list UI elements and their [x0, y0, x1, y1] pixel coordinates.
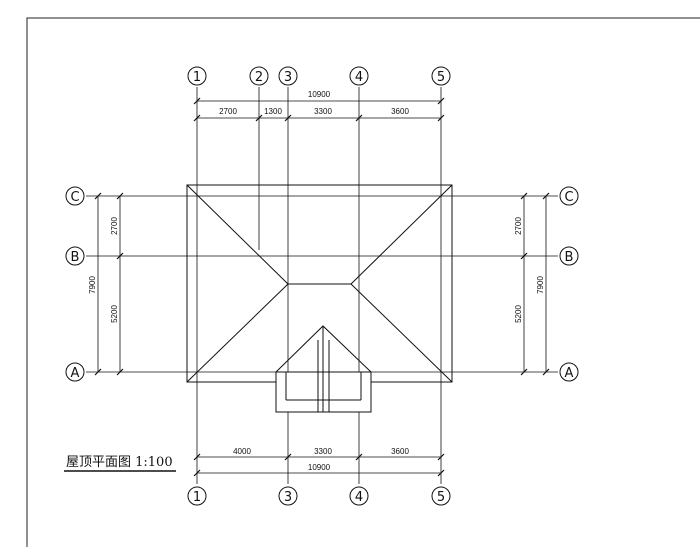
axis-bubble-top-2 [250, 67, 268, 85]
hip-line-tl [187, 185, 288, 284]
axis-bubble-left-C [66, 187, 84, 205]
axis-bubble-right-B [560, 247, 578, 265]
hip-line-tr [351, 185, 452, 284]
axis-bubble-top-4 [350, 67, 368, 85]
right-dimensions [521, 193, 549, 375]
grid-lines [86, 87, 558, 484]
top-total-dim-text: 10900 [308, 90, 331, 99]
axis-label-left-A: A [71, 366, 80, 381]
roof-outline [187, 185, 452, 412]
sheet-border [27, 18, 700, 547]
axis-label-left-B: B [71, 250, 80, 265]
axis-bubble-left-A [66, 363, 84, 381]
right-total-dim-text: 7900 [536, 276, 545, 294]
axis-label-top-4: 4 [355, 70, 363, 85]
axis-bubble-top-3 [279, 67, 297, 85]
hip-line-br [351, 284, 452, 382]
left-dimensions [95, 193, 123, 375]
axis-label-bottom-3: 3 [284, 490, 292, 505]
axis-label-left-C: C [70, 190, 79, 205]
axis-label-bottom-1: 1 [193, 490, 201, 505]
axis-label-top-3: 3 [284, 70, 292, 85]
axis-label-top-1: 1 [193, 70, 201, 85]
bottom-dim-text-2: 3300 [314, 447, 332, 456]
top-dim-text-2: 1300 [264, 107, 282, 116]
right-dim-text-1: 2700 [514, 217, 523, 235]
top-dim-text-4: 3600 [391, 107, 409, 116]
bottom-dimensions [194, 454, 444, 476]
axis-bubble-top-1 [188, 67, 206, 85]
axis-label-right-A: A [565, 366, 574, 381]
axis-bubble-bottom-4 [350, 487, 368, 505]
top-dimensions [194, 98, 444, 121]
right-dim-text-2: 5200 [514, 305, 523, 323]
bottom-dim-text-3: 3600 [391, 447, 409, 456]
axis-bubble-right-A [560, 363, 578, 381]
axis-bubble-right-C [560, 187, 578, 205]
axis-label-bottom-5: 5 [437, 490, 445, 505]
left-total-dim-text: 7900 [88, 276, 97, 294]
top-dim-text-1: 2700 [219, 107, 237, 116]
left-dim-text-2: 5200 [110, 305, 119, 323]
axis-bubble-left-B [66, 247, 84, 265]
axis-label-top-2: 2 [255, 70, 263, 85]
top-dim-text-3: 3300 [314, 107, 332, 116]
axis-bubble-top-5 [432, 67, 450, 85]
drawing-title: 屋顶平面图 1:100 [66, 455, 173, 470]
axis-label-bottom-4: 4 [355, 490, 363, 505]
axis-bubble-bottom-1 [188, 487, 206, 505]
left-dim-text-1: 2700 [110, 217, 119, 235]
bottom-dim-text-1: 4000 [233, 447, 251, 456]
hip-line-bl [187, 284, 288, 382]
axis-label-top-5: 5 [437, 70, 445, 85]
axis-label-right-B: B [565, 250, 574, 265]
axis-label-right-C: C [564, 190, 573, 205]
axis-bubble-bottom-5 [432, 487, 450, 505]
bottom-total-dim-text: 10900 [308, 463, 331, 472]
axis-bubble-bottom-3 [279, 487, 297, 505]
